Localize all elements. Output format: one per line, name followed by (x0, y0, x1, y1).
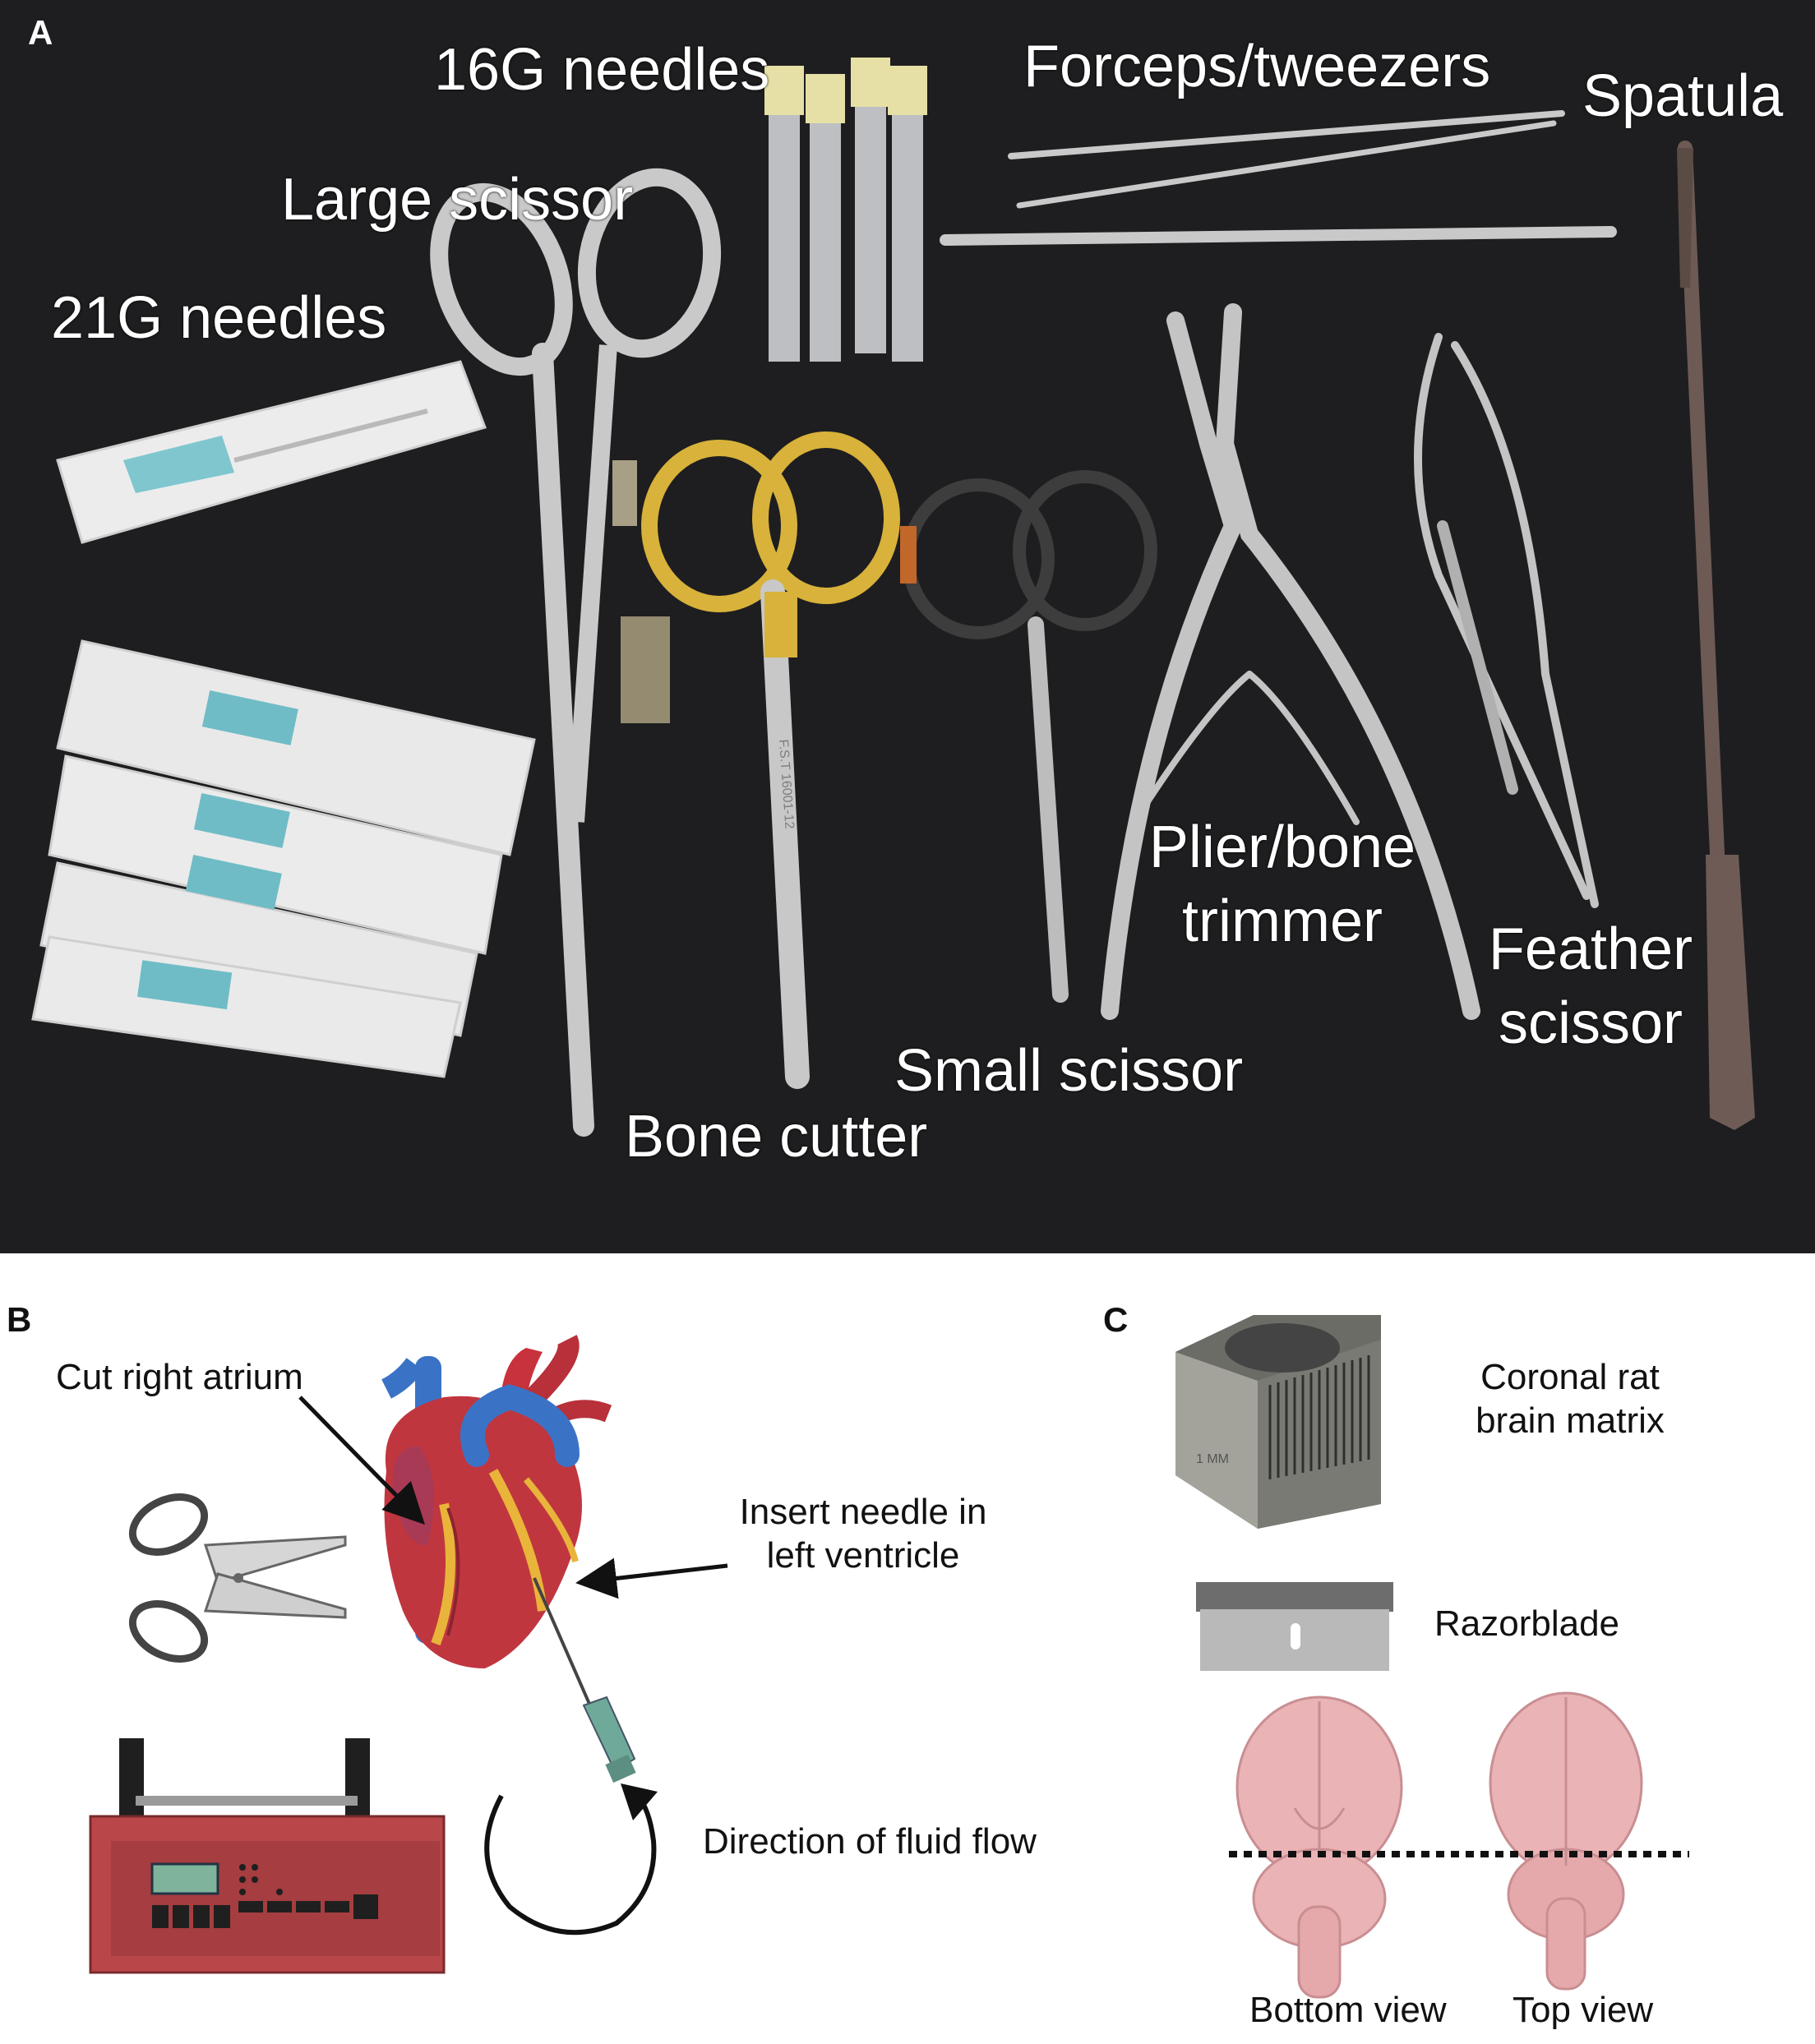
cut-atrium-arrow (298, 1396, 425, 1525)
matrix-engraving: 1 MM (1196, 1452, 1229, 1466)
needles-16g (764, 58, 927, 362)
label-brain-matrix: Coronal rat brain matrix (1455, 1356, 1685, 1443)
engraving-layer: F.S.T 16001-12 (776, 739, 797, 829)
label-plier-line2: trimmer (1182, 888, 1383, 954)
needle-21g-packages-stack (31, 639, 536, 1078)
label-insert-needle: Insert needle in left ventricle (723, 1491, 1003, 1578)
label-matrix-line1: Coronal rat (1480, 1357, 1660, 1397)
label-insert-line1: Insert needle in (739, 1492, 987, 1532)
brain-matrix-icon: 1 MM (1175, 1315, 1381, 1529)
forceps (940, 110, 1617, 246)
label-plier-line1: Plier/bone (1148, 814, 1416, 880)
label-top-view: Top view (1512, 1990, 1654, 2030)
panel-c-letter: C (1103, 1300, 1129, 1339)
panel-a-letter: A (28, 13, 53, 52)
panels-b-c-diagram: 1 MM (89, 1315, 1689, 1999)
panel-a-photo: A 16G needles Forceps/tweezers Spatula L… (0, 0, 1815, 1253)
label-feather-scissor: Feather scissor (1471, 912, 1710, 1060)
label-bone-cutter: Bone cutter (625, 1104, 928, 1170)
small-scissor (900, 470, 1157, 1003)
label-feather-line2: scissor (1498, 990, 1683, 1056)
label-plier-bone-trimmer: Plier/bone trimmer (1134, 810, 1430, 958)
label-cut-right-atrium: Cut right atrium (56, 1357, 303, 1397)
label-matrix-line2: brain matrix (1476, 1400, 1665, 1441)
panel-b-letter: B (7, 1300, 32, 1339)
brain-bottom-view-icon (1235, 1696, 1403, 1999)
scissors-icon (128, 1493, 347, 1663)
plier-bone-trimmer (1101, 303, 1480, 1020)
brain-top-view-icon (1489, 1691, 1643, 1991)
surgical-tools-photo (31, 58, 1755, 1137)
perfusion-pump-icon (89, 1738, 446, 1974)
heart-illustration (381, 1335, 612, 1668)
bone-cutter-engraving: F.S.T 16001-12 (776, 739, 797, 829)
label-21g-needles: 21G needles (51, 285, 387, 351)
label-spatula: Spatula (1582, 63, 1784, 129)
large-scissor (430, 168, 722, 1137)
label-bottom-view: Bottom view (1249, 1990, 1447, 2030)
razorblade-icon (1196, 1582, 1393, 1671)
label-fluid-flow: Direction of fluid flow (703, 1821, 1037, 1862)
label-16g-needles: 16G needles (434, 37, 770, 103)
needle-icon (533, 1577, 636, 1783)
label-razorblade: Razorblade (1434, 1603, 1620, 1644)
spatula (1677, 141, 1755, 1130)
fluid-flow-arrowhead (621, 1783, 658, 1820)
needle-21g-package-single (56, 360, 487, 544)
label-forceps-tweezers: Forceps/tweezers (1023, 34, 1491, 99)
label-small-scissor: Small scissor (894, 1038, 1244, 1104)
feather-scissor (1414, 333, 1599, 908)
label-insert-line2: left ventricle (766, 1534, 960, 1576)
label-feather-line1: Feather (1488, 916, 1693, 982)
label-large-scissor: Large scissor (281, 167, 634, 233)
bone-cutter (641, 431, 900, 1089)
insert-needle-arrow (575, 1557, 728, 1599)
fluid-flow-arrow (484, 1793, 657, 1936)
